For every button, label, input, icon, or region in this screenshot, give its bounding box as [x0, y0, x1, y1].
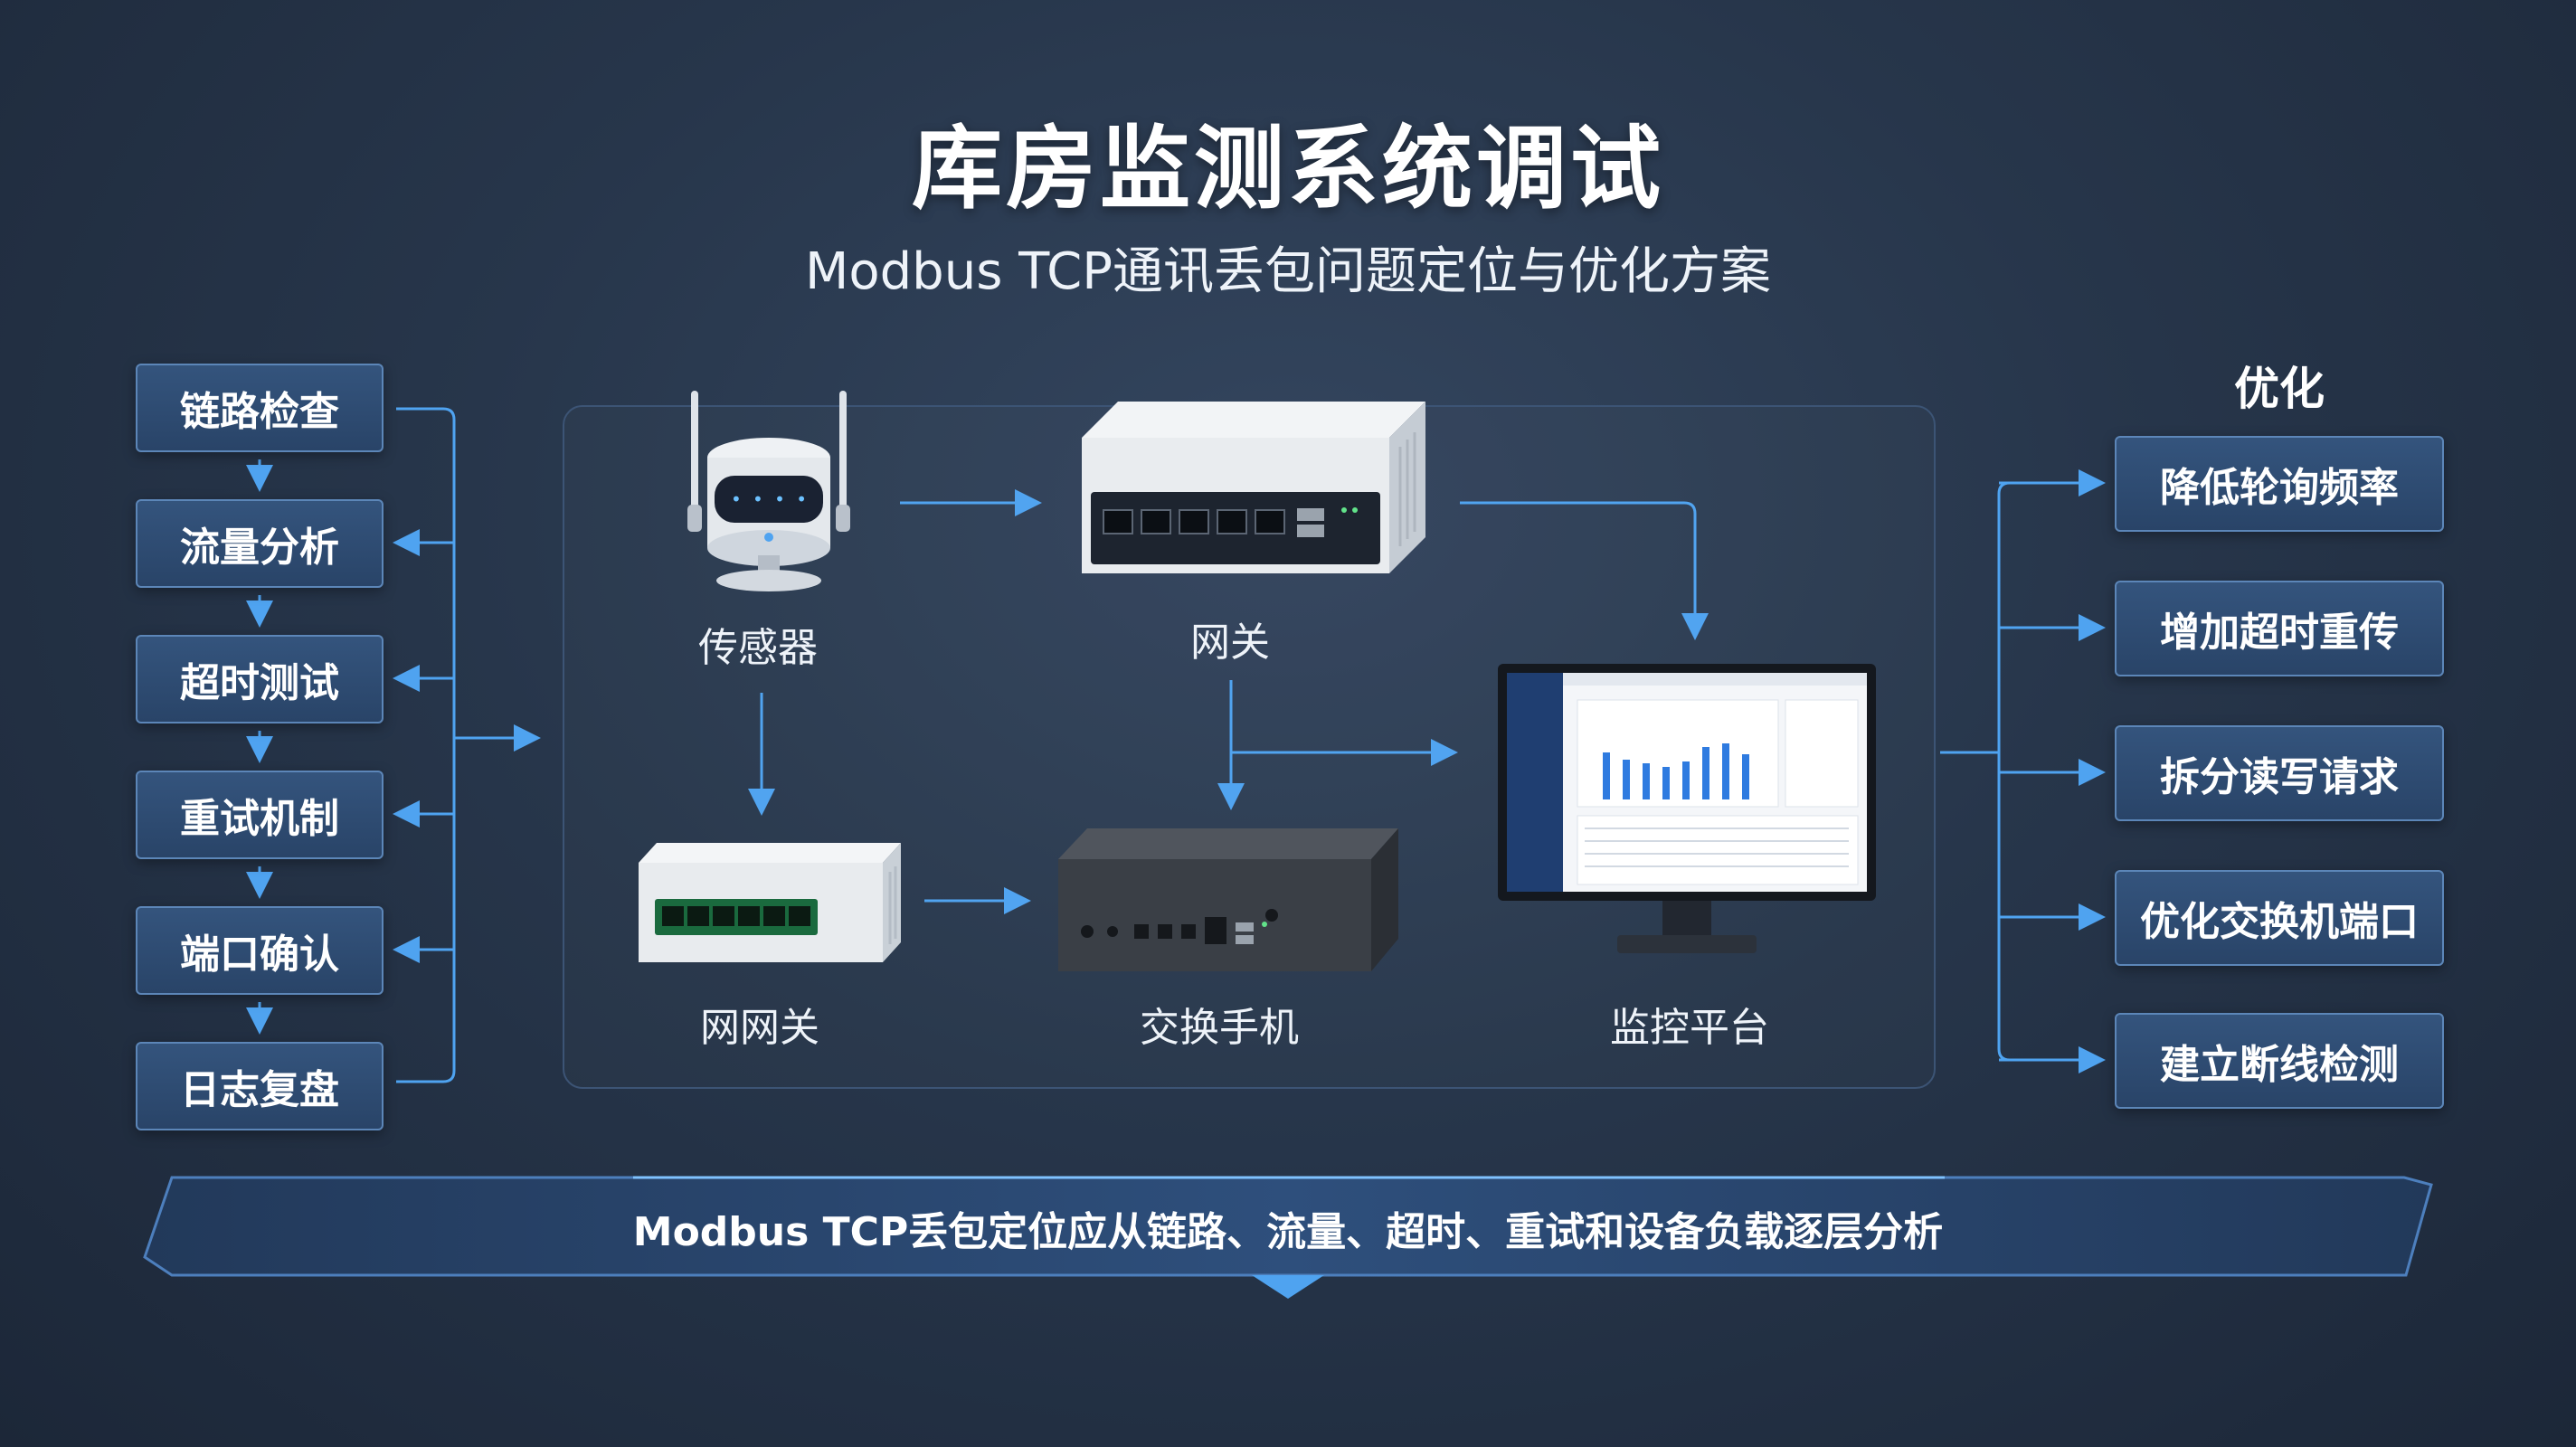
opt-label: 降低轮询频率 — [2160, 465, 2399, 511]
monitor-icon — [1498, 664, 1876, 953]
page-subtitle: Modbus TCP通讯丢包问题定位与优化方案 — [805, 242, 1771, 301]
sensor-icon: • • • • — [687, 391, 850, 591]
device-label-sensor: 传感器 — [698, 625, 818, 671]
step-timeout-test: 超时测试 — [136, 635, 384, 724]
optimization-heading: 优化 — [2234, 363, 2325, 415]
step-label: 链路检查 — [180, 389, 339, 435]
right-bracket — [1940, 469, 2106, 1073]
step-log-review: 日志复盘 — [136, 1042, 384, 1130]
opt-label: 增加超时重传 — [2160, 610, 2399, 656]
device-label-gateway: 网关 — [1190, 619, 1270, 666]
opt-timeout-retransmit: 增加超时重传 — [2115, 581, 2444, 676]
device-arrows — [748, 489, 1709, 914]
step-label: 重试机制 — [180, 796, 339, 842]
step-traffic-analysis: 流量分析 — [136, 499, 384, 588]
step-label: 超时测试 — [180, 660, 339, 706]
opt-split-requests: 拆分读写请求 — [2115, 725, 2444, 821]
page-title: 库房监测系统调试 — [912, 116, 1664, 222]
footer-summary: Modbus TCP丢包定位应从链路、流量、超时、重试和设备负载逐层分析 — [632, 1209, 1944, 1255]
svg-text:• • • •: • • • • — [731, 488, 807, 510]
step-label: 端口确认 — [180, 932, 339, 978]
step-label: 流量分析 — [180, 525, 339, 571]
step-retry-mechanism: 重试机制 — [136, 771, 384, 859]
gateway-icon — [1082, 402, 1425, 573]
opt-label: 优化交换机端口 — [2140, 899, 2419, 945]
left-bracket — [393, 407, 541, 1083]
footer-banner — [143, 1176, 2433, 1299]
opt-label: 拆分读写请求 — [2160, 754, 2399, 800]
opt-switch-port: 优化交换机端口 — [2115, 870, 2444, 966]
device-label-switch: 交换手机 — [1140, 1005, 1299, 1051]
device-label-net-gateway: 网网关 — [700, 1005, 819, 1051]
switch-icon — [1058, 828, 1398, 971]
step-link-check: 链路检查 — [136, 364, 384, 452]
step-port-confirm: 端口确认 — [136, 906, 384, 995]
net-gateway-icon — [639, 843, 901, 962]
opt-reduce-polling: 降低轮询频率 — [2115, 436, 2444, 532]
opt-disconnect-detection: 建立断线检测 — [2115, 1013, 2444, 1109]
device-label-monitor: 监控平台 — [1610, 1005, 1769, 1051]
opt-label: 建立断线检测 — [2160, 1042, 2399, 1088]
step-label: 日志复盘 — [180, 1067, 339, 1113]
